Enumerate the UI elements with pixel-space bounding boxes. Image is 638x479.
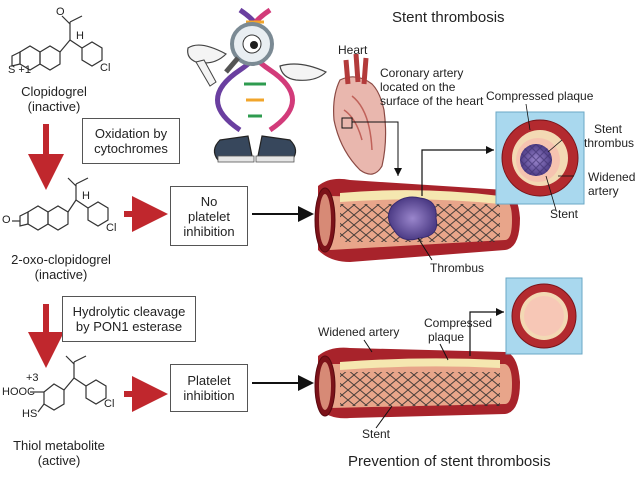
chem-plus3-label: +3: [26, 372, 39, 384]
oxidation-line1: Oxidation by: [94, 126, 168, 141]
plaque-bottom-line1: Compressed: [424, 316, 493, 330]
widened-right-line2: artery: [588, 184, 619, 198]
thrombus-pointer: [417, 237, 433, 261]
compressed-plaque-pointer: [439, 343, 449, 361]
hydrolysis-line2: by PON1 esterase: [75, 319, 183, 334]
heart-illustration: [333, 53, 387, 175]
inset-pointer-top: [421, 146, 494, 196]
inset-stent-thrombosis: [495, 111, 585, 205]
no-inhibition-line3: inhibition: [183, 223, 235, 239]
stent-thrombus-line1: Stent: [594, 122, 623, 136]
no-inhibition-line1: No: [200, 193, 218, 209]
chem-hs-label: HS: [22, 408, 38, 420]
compressed-plaque-label-top: Compressed plaque: [486, 89, 594, 103]
coronary-pointer: [352, 121, 402, 176]
artery-bottom: [314, 347, 520, 419]
widened-artery-label-bottom: Widened artery: [318, 325, 400, 339]
chem-hooc-label: HOOC: [2, 386, 35, 398]
chem-h-label-1: H: [76, 30, 84, 42]
stent-thrombus-label: Stent thrombus: [584, 122, 634, 150]
oxo-name-line2: (inactive): [34, 267, 88, 282]
clopidogrel-name-line2: (inactive): [27, 99, 81, 114]
plaque-bottom-line2: plaque: [428, 330, 465, 344]
chem-o-label-2: O: [2, 214, 11, 226]
chem-h-label-2: H: [82, 190, 90, 202]
chem-cl-label-1: Cl: [100, 62, 111, 74]
compressed-plaque-label-bottom: Compressed plaque: [424, 316, 492, 344]
inset-line-thrombus: [547, 139, 563, 153]
coronary-line2: located on the: [380, 80, 456, 94]
oxo-name-line1: 2-oxo-clopidogrel: [11, 252, 111, 267]
inset-line-plaque: [525, 103, 531, 131]
oxo-clopidogrel-structure: [12, 177, 109, 231]
chem-cl-label-2: Cl: [106, 222, 117, 234]
inhibition-line2: inhibition: [183, 388, 235, 403]
chem-o-label-1: O: [56, 6, 65, 18]
coronary-line1: Coronary artery: [380, 66, 464, 80]
thiol-metabolite-name: Thiol metabolite (active): [6, 438, 112, 468]
stent-bottom-pointer: [375, 405, 393, 429]
artery-top: [314, 178, 520, 262]
chem-s-plus-label: S +1: [8, 64, 31, 76]
title-prevention: Prevention of stent thrombosis: [348, 453, 551, 470]
inset-pointer-bottom: [469, 308, 504, 356]
inset-prevention: [505, 277, 583, 355]
oxidation-line2: cytochromes: [94, 141, 168, 156]
platelet-inhibition-box: Platelet inhibition: [170, 364, 248, 412]
thrombus-label: Thrombus: [430, 261, 485, 275]
inhibition-line1: Platelet: [187, 373, 231, 388]
stent-label-top: Stent: [550, 207, 579, 221]
no-platelet-inhibition-box: No platelet inhibition: [170, 186, 248, 246]
clopidogrel-name: Clopidogrel (inactive): [6, 84, 102, 114]
stent-label-bottom: Stent: [362, 427, 391, 441]
heart-label: Heart: [338, 43, 368, 57]
thiol-name-line2: (active): [37, 453, 81, 468]
dna-detective-character: [187, 7, 328, 163]
oxidation-step-box: Oxidation by cytochromes: [82, 118, 180, 164]
clopidogrel-structure: [11, 15, 103, 71]
widened-artery-pointer: [363, 339, 373, 353]
coronary-artery-label: Coronary artery located on the surface o…: [380, 66, 483, 108]
widened-artery-label-right: Widened artery: [588, 170, 635, 198]
no-inhibition-line2: platelet: [188, 208, 230, 224]
hydrolysis-line1: Hydrolytic cleavage: [72, 304, 186, 319]
inset-line-stent: [545, 175, 557, 211]
stent-thrombus-line2: thrombus: [584, 136, 635, 150]
title-stent-thrombosis: Stent thrombosis: [392, 9, 505, 26]
coronary-line3: surface of the heart: [380, 94, 484, 108]
chem-cl-label-3: Cl: [104, 398, 115, 410]
thiol-name-line1: Thiol metabolite: [13, 438, 105, 453]
clopidogrel-name-line1: Clopidogrel: [21, 84, 87, 99]
oxo-clopidogrel-name: 2-oxo-clopidogrel (inactive): [2, 252, 120, 282]
thiol-metabolite-structure: [30, 355, 107, 413]
widened-right-line1: Widened: [588, 170, 636, 184]
hydrolysis-step-box: Hydrolytic cleavage by PON1 esterase: [62, 296, 196, 342]
